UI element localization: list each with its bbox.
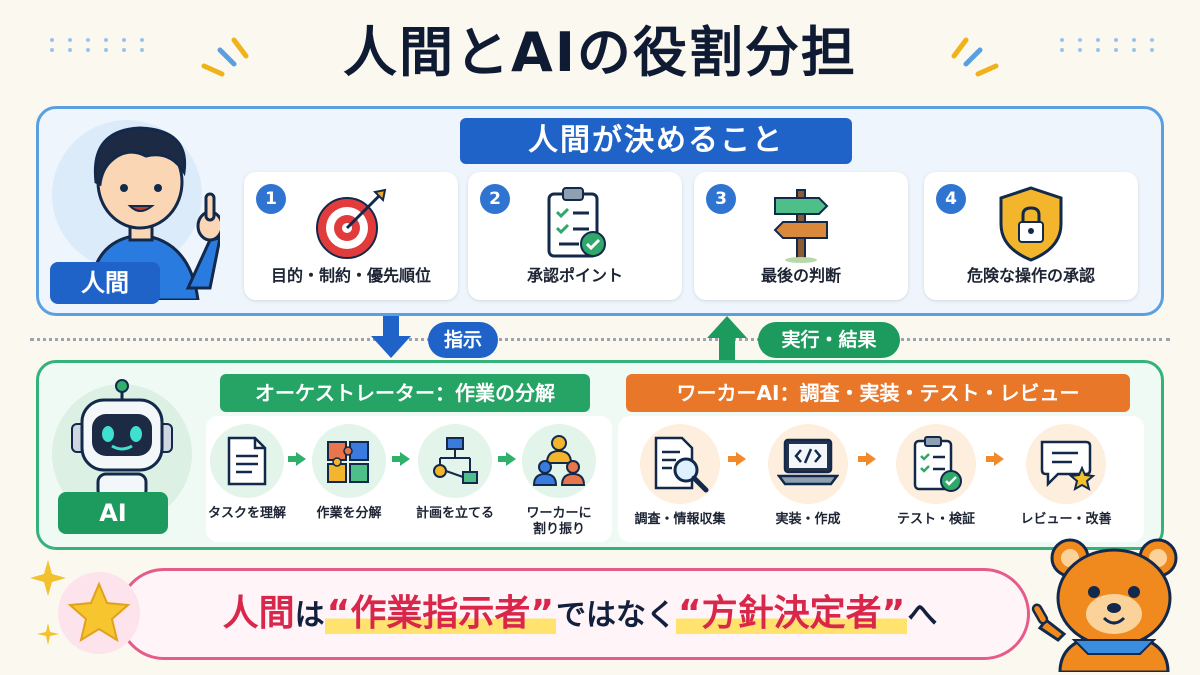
worker-step: レビュー・改善 <box>1010 424 1122 528</box>
checklist-icon <box>547 187 606 258</box>
worker-step: 調査・情報収集 <box>624 424 736 528</box>
target-icon <box>316 188 387 259</box>
worker-step: 実装・作成 <box>752 424 864 528</box>
sparkle-lines-icon <box>951 37 999 77</box>
step-label: 計画を立てる <box>415 506 494 521</box>
puzzle-icon <box>327 441 369 483</box>
arrow-right-icon <box>866 452 876 466</box>
arrow-shaft <box>288 456 296 462</box>
chat-star-icon <box>1040 440 1096 492</box>
message-banner <box>118 568 1030 660</box>
bear-mascot <box>1031 538 1178 672</box>
message-text: 人間は“作業指示者”ではなく“方針決定者”へ <box>150 582 1010 646</box>
orchestrator-banner: オーケストレーター：作業の分解 <box>220 374 590 412</box>
search-document-icon <box>654 436 709 493</box>
step-label: レビュー・改善 <box>1020 512 1112 527</box>
step-label: タスクを理解 <box>207 506 286 521</box>
message-part: ではなく <box>556 598 676 633</box>
worker-step: テスト・検証 <box>880 424 992 528</box>
message-part: 人間 <box>222 593 295 634</box>
orchestrator-step: 作業を分解 <box>304 424 394 522</box>
shield-lock-icon <box>999 186 1063 262</box>
card-label: 承認ポイント <box>526 266 623 285</box>
card-number: 3 <box>706 184 736 214</box>
arrow-right-icon <box>994 452 1004 466</box>
section-divider <box>30 338 1170 341</box>
message-part: は <box>294 598 325 633</box>
worker-banner: ワーカーAI：調査・実装・テスト・レビュー <box>626 374 1130 412</box>
page-title: 人間とAIの役割分担 <box>343 21 857 84</box>
decision-card: 2 承認ポイント <box>468 172 682 300</box>
arrow-shaft <box>498 456 506 462</box>
ai-tag: AI <box>58 492 168 534</box>
message-part: “作業指示者” <box>324 593 556 634</box>
checklist-icon <box>913 436 962 492</box>
card-label: 危険な操作の承認 <box>966 266 1095 285</box>
orchestrator-step: ワーカーに 割り振り <box>514 424 604 538</box>
card-number: 4 <box>936 184 966 214</box>
decision-card: 1 目的・制約・優先順位 <box>244 172 458 300</box>
signpost-icon <box>773 189 829 263</box>
human-tag: 人間 <box>50 262 160 304</box>
card-number: 2 <box>480 184 510 214</box>
card-label: 最後の判断 <box>760 266 841 285</box>
sparkle-lines-icon <box>201 37 249 77</box>
star-icon <box>67 581 131 643</box>
arrow-right-icon <box>736 452 746 466</box>
human-banner: 人間が決めること <box>460 118 852 164</box>
arrow-right-icon <box>296 452 306 466</box>
arrow-shaft <box>392 456 400 462</box>
step-label: 作業を分解 <box>316 506 382 521</box>
card-label: 目的・制約・優先順位 <box>270 266 431 285</box>
arrow-right-icon <box>506 452 516 466</box>
arrow-shaft <box>858 456 866 462</box>
arrow-shaft <box>986 456 994 462</box>
arrow-right-icon <box>400 452 410 466</box>
step-label: ワーカーに 割り振り <box>526 506 592 537</box>
result-label: 実行・結果 <box>758 322 900 358</box>
step-label: テスト・検証 <box>896 512 975 527</box>
orchestrator-step: 計画を立てる <box>410 424 500 522</box>
sparkle-icon <box>30 560 66 596</box>
code-laptop-icon <box>777 438 839 486</box>
sparkle-icon <box>37 623 59 645</box>
message-part: “方針決定者” <box>676 593 908 634</box>
team-icon <box>532 435 586 486</box>
up-arrow-icon <box>707 316 747 360</box>
arrow-shaft <box>728 456 736 462</box>
orchestrator-step: タスクを理解 <box>202 424 292 522</box>
flowchart-icon <box>433 437 478 484</box>
robot-illustration <box>71 379 173 498</box>
step-label: 実装・作成 <box>775 512 841 527</box>
decorative-dots <box>1060 38 1160 52</box>
decorative-dots <box>50 38 150 52</box>
message-part: へ <box>907 598 938 633</box>
card-number: 1 <box>256 184 286 214</box>
decision-card: 3 最後の判断 <box>694 172 908 300</box>
document-icon <box>227 436 267 486</box>
decision-card: 4 危険な操作の承認 <box>924 172 1138 300</box>
down-arrow-icon <box>371 316 411 358</box>
instruction-label: 指示 <box>428 322 498 358</box>
step-label: 調査・情報収集 <box>634 512 726 527</box>
